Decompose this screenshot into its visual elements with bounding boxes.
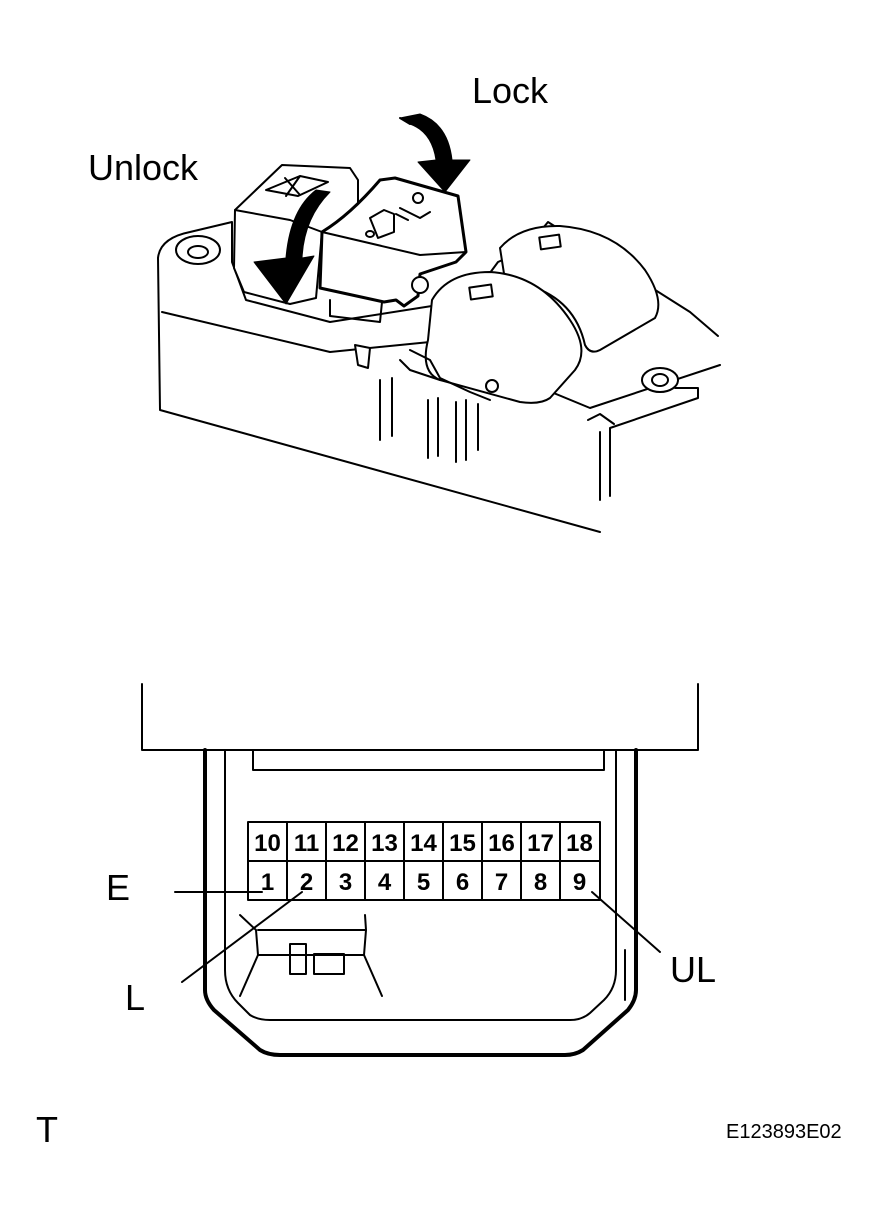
- terminal-16: 16: [488, 830, 515, 857]
- terminal-e-label: E: [106, 867, 131, 908]
- lock-arrow-icon: [399, 113, 471, 193]
- lock-pictogram: [369, 207, 431, 239]
- terminal-11: 11: [294, 830, 319, 857]
- corner-mark: T: [36, 1109, 58, 1150]
- terminal-7: 7: [495, 869, 508, 896]
- terminal-17: 17: [527, 830, 554, 857]
- window-switch-rear: [499, 224, 660, 353]
- terminal-numbers-bottom-row: 1 2 3 4 5 6 7 8 9: [261, 869, 586, 896]
- terminal-3: 3: [339, 869, 352, 896]
- lock-button: [318, 176, 468, 308]
- terminal-grid: [247, 821, 601, 901]
- terminal-4: 4: [378, 869, 392, 896]
- terminal-2: 2: [300, 869, 313, 896]
- terminal-14: 14: [410, 830, 437, 857]
- figure-code: E123893E02: [726, 1121, 842, 1143]
- terminal-6: 6: [456, 869, 469, 896]
- terminal-15: 15: [449, 830, 476, 857]
- terminal-ul-label: UL: [670, 949, 717, 990]
- terminal-18: 18: [566, 830, 593, 857]
- terminal-12: 12: [332, 830, 359, 857]
- leader-line-ul: [591, 891, 661, 953]
- connector-inner-housing: [224, 749, 617, 1021]
- terminal-l-label: L: [125, 977, 146, 1018]
- connector-latch: [239, 914, 383, 997]
- leader-line-l: [181, 891, 303, 983]
- terminal-13: 13: [371, 830, 398, 857]
- lock-label: Lock: [472, 70, 549, 111]
- terminal-10: 10: [254, 830, 281, 857]
- terminal-numbers-top-row: 10 11 12 13 14 15 16 17 18: [254, 830, 593, 857]
- terminal-1: 1: [261, 869, 274, 896]
- terminal-9: 9: [573, 869, 586, 896]
- connector-illustration: [141, 683, 699, 1057]
- unlock-label: Unlock: [88, 147, 199, 188]
- connector-top-block: [141, 683, 699, 751]
- terminal-8: 8: [534, 869, 547, 896]
- connector-outer-housing: [203, 748, 638, 1057]
- unlock-arrow-icon: [253, 189, 331, 305]
- terminal-5: 5: [417, 869, 430, 896]
- unlock-pictogram: [265, 175, 329, 197]
- switch-assembly-illustration: [157, 113, 721, 533]
